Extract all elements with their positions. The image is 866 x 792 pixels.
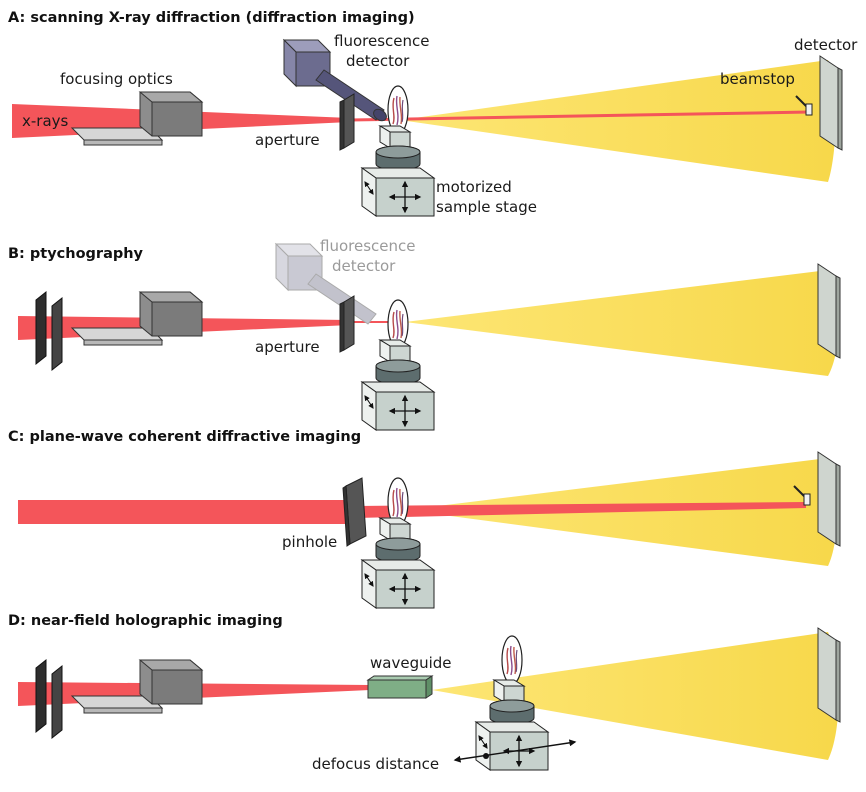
diffraction-cone-d [432,632,839,760]
defocus-arrow [453,739,577,763]
panel-c: C: plane-wave coherent diffractive imagi… [8,429,841,608]
panel-c-title: C: plane-wave coherent diffractive imagi… [8,429,361,445]
panel-d: D: near-field holographic imaging wavegu… [8,613,841,773]
label-waveguide: waveguide [370,654,452,672]
waveguide [366,675,434,699]
xray-beam-through-a [349,110,811,122]
diffraction-cone-b [405,270,839,376]
label-xrays: x-rays [22,112,69,130]
label-aperture-b: aperture [255,338,320,356]
aperture-a [339,93,355,151]
label-motorized-2: sample stage [436,198,537,216]
xray-beam-through-c [356,502,806,518]
detector-a [819,55,843,151]
label-motorized-1: motorized [436,178,512,196]
beamstop-a [795,95,813,116]
label-focusing-optics: focusing optics [60,70,173,88]
xray-beam-c [18,500,356,524]
label-aperture-a: aperture [255,131,320,149]
label-fluorescence-b1: fluorescence [320,237,415,255]
label-beamstop: beamstop [720,70,795,88]
stage-b [362,340,434,430]
panel-b: B: ptychography fluorescence detector ap… [8,237,841,430]
detector-c [817,451,841,547]
detector-b [817,263,841,359]
aperture-b [339,295,355,353]
label-defocus: defocus distance [312,755,439,773]
panel-a: A: scanning X-ray diffraction (diffracti… [8,10,858,216]
detector-d [817,627,841,723]
label-fluorescence-a2: detector [346,52,410,70]
panel-b-title: B: ptychography [8,246,144,262]
beamstop-c [793,485,811,506]
sample-d [501,635,523,685]
label-fluorescence-b2: detector [332,257,396,275]
label-fluorescence-a1: fluorescence [334,32,429,50]
stage-c [362,518,434,608]
panel-a-title: A: scanning X-ray diffraction (diffracti… [8,10,415,26]
panel-d-title: D: near-field holographic imaging [8,613,283,629]
diffraction-cone-a [400,60,836,182]
label-pinhole: pinhole [282,533,337,551]
label-detector: detector [794,36,858,54]
fluorescence-detector-b [275,243,377,325]
pinhole-c [342,477,367,547]
motorized-stage-a [362,126,434,216]
